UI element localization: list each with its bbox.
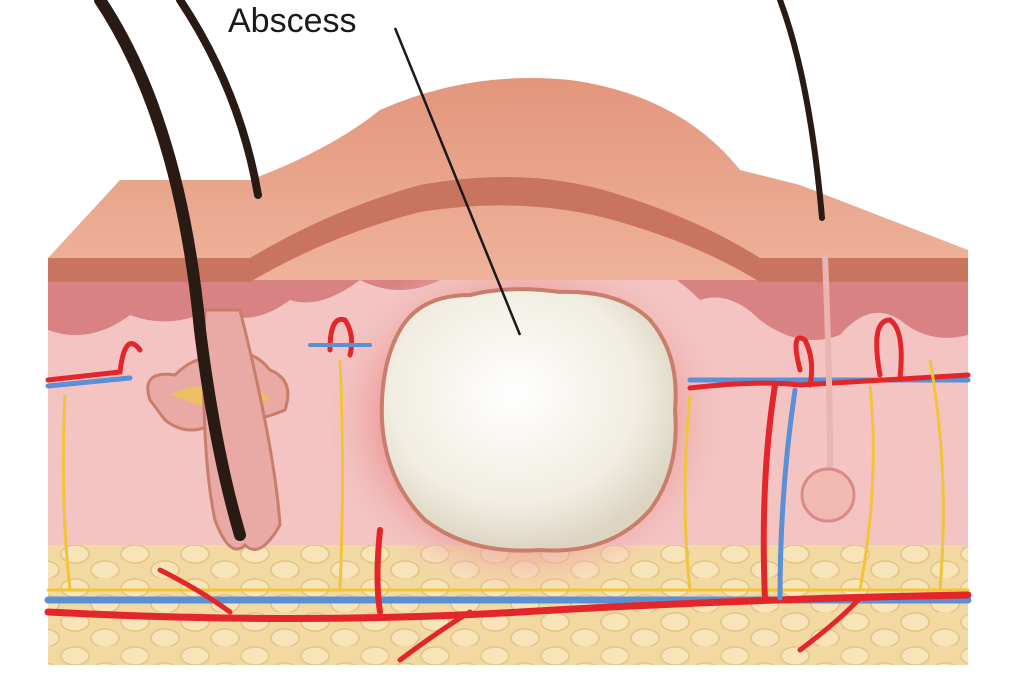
sweat-duct <box>822 254 833 471</box>
hairs <box>94 0 825 541</box>
abscess-label: Abscess <box>228 2 357 40</box>
blood-vessels <box>44 316 972 663</box>
nerves <box>61 359 945 591</box>
abscess-pus-pocket <box>379 287 678 553</box>
epidermis-edge <box>48 177 968 282</box>
sweat-gland <box>800 467 856 523</box>
abscess-leader-line <box>393 27 522 336</box>
